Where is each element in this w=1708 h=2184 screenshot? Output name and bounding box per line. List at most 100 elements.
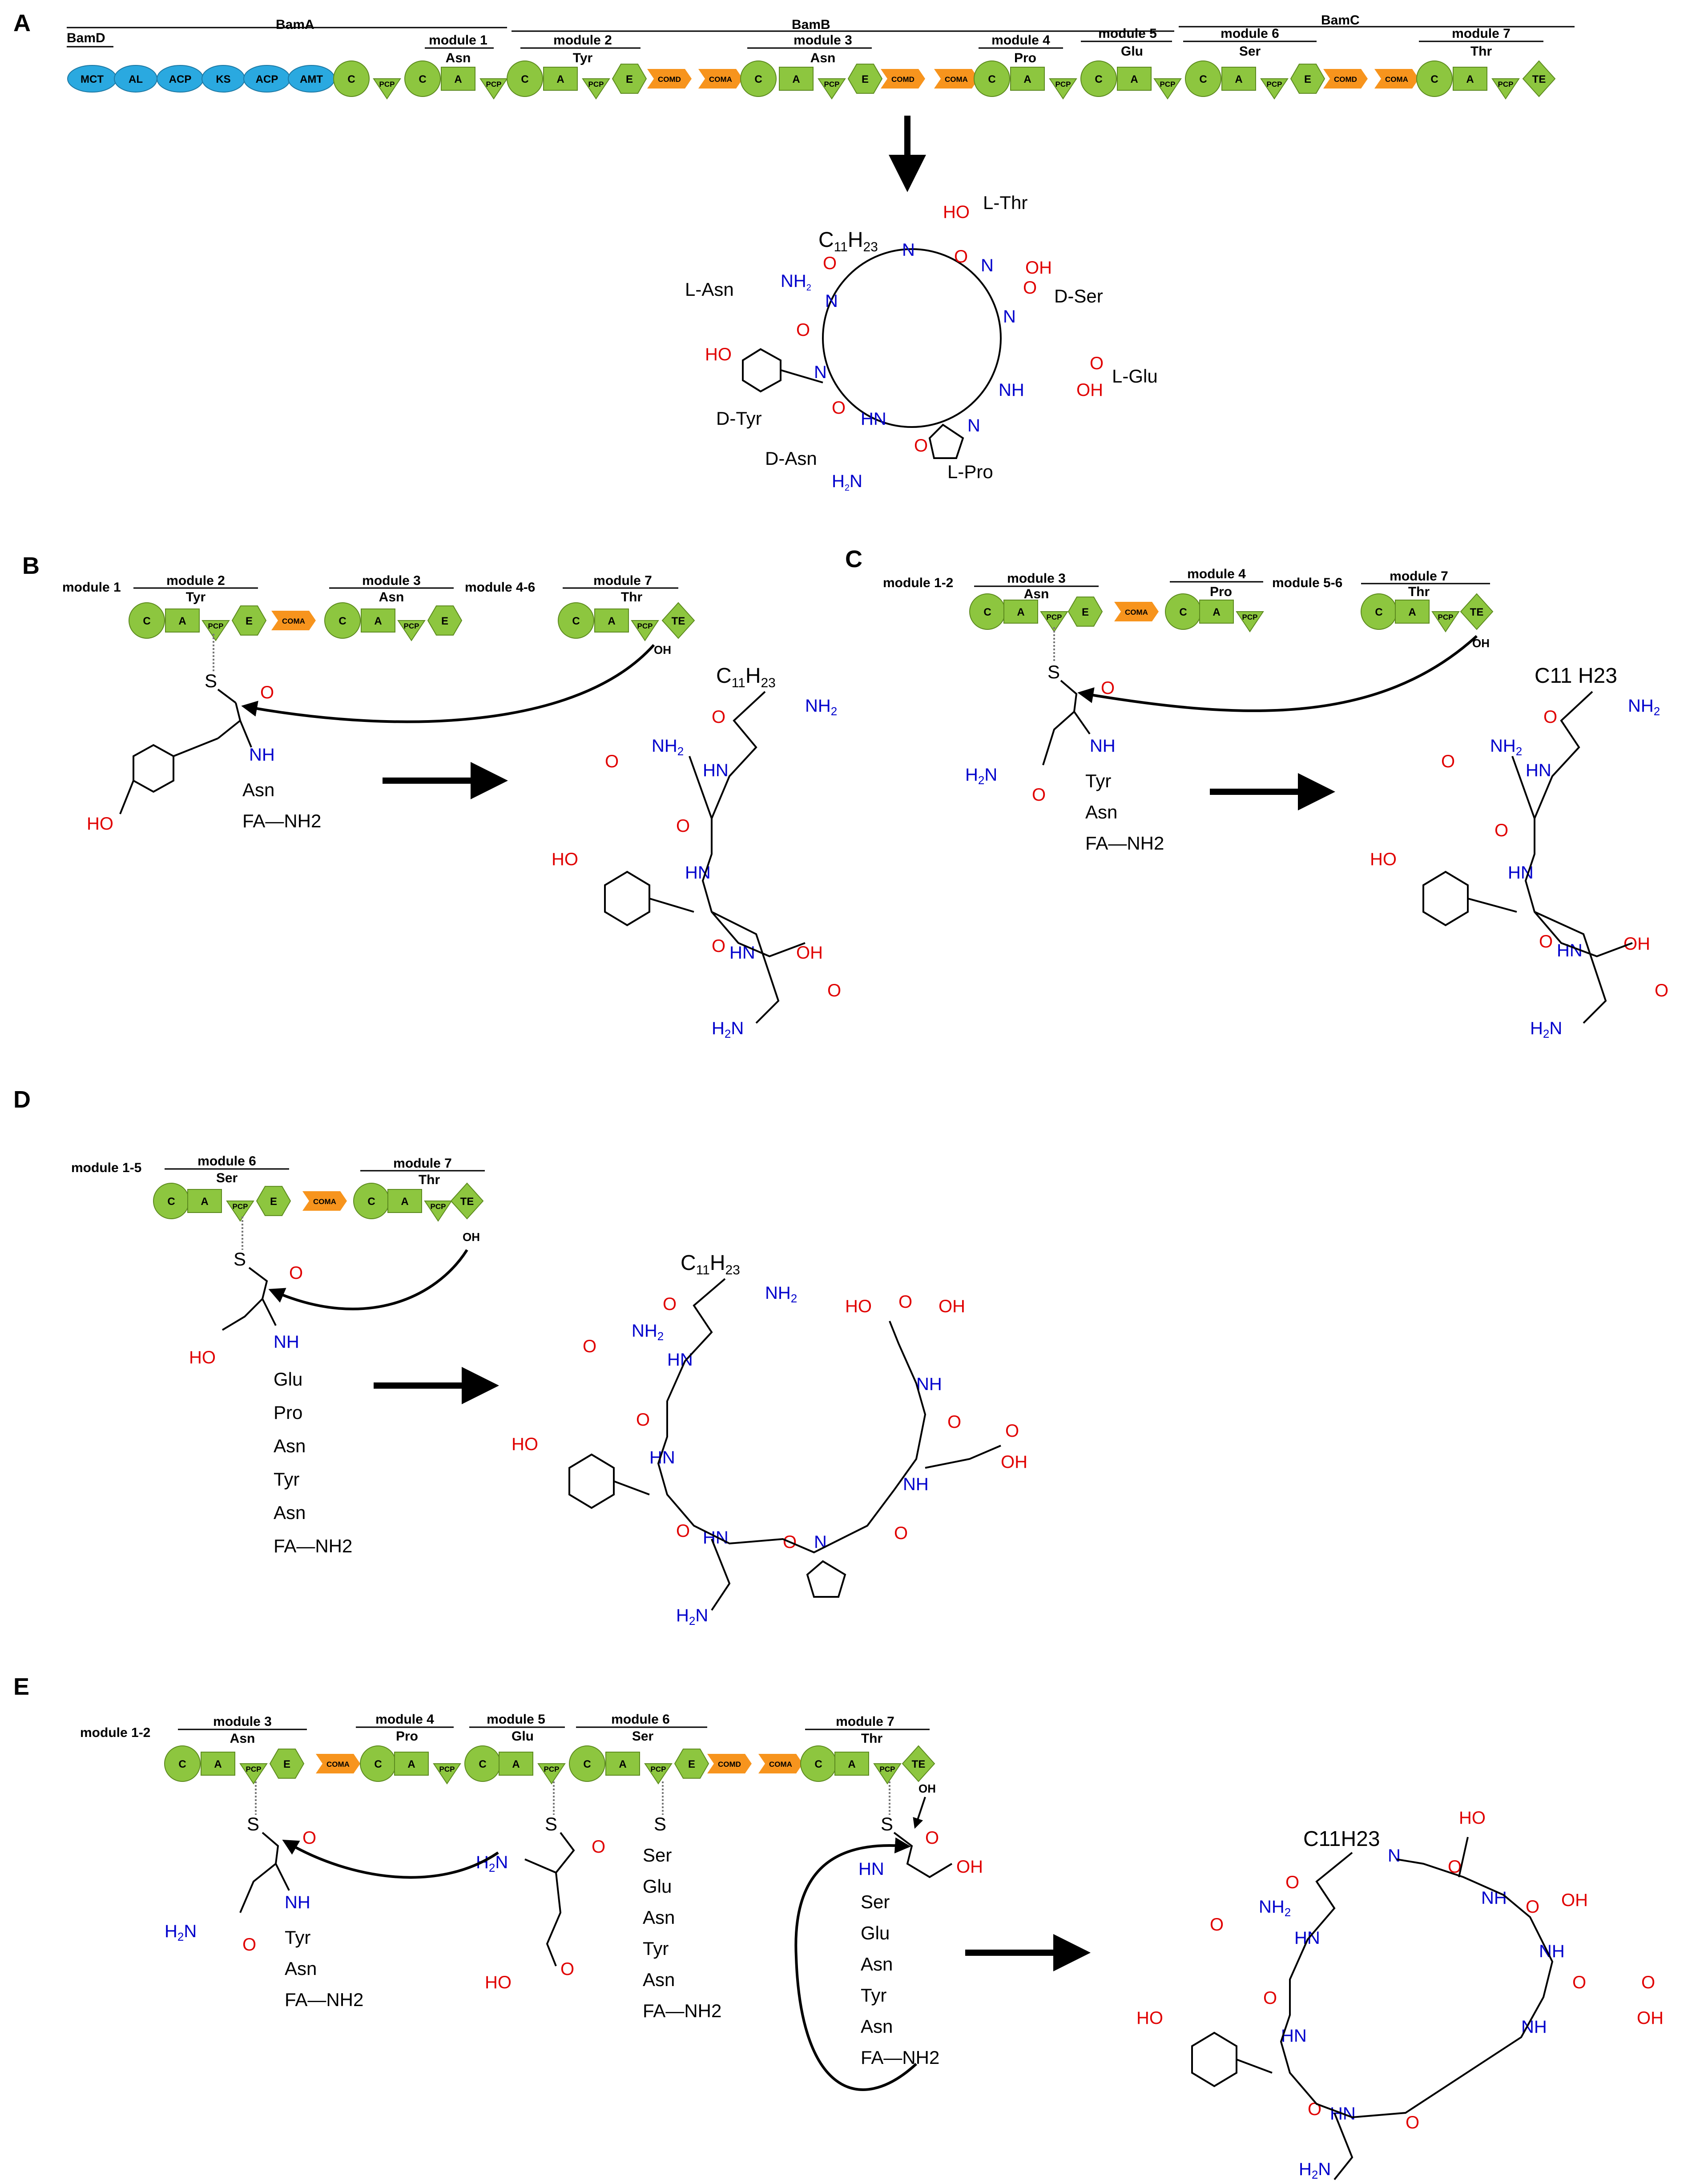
e-module-3-aa: Asn [230, 1731, 255, 1746]
c-domain-label: C [814, 1758, 822, 1770]
a-domain [441, 67, 475, 91]
svg-text:C11H23: C11H23 [681, 1251, 740, 1277]
c-domain-label: C [143, 615, 150, 627]
svg-text:NH2: NH2 [1259, 1897, 1291, 1919]
c-domain [404, 60, 441, 97]
comd-domain [881, 69, 925, 89]
bacillomycin-structure: C11H23 L-Thr D-Ser L-Glu L-Pro D-Asn D-T… [685, 192, 1158, 493]
c-domain [333, 60, 370, 97]
d-module-1-5: module 1-5 [71, 1161, 141, 1175]
comd-domain [647, 69, 692, 89]
c-domain [1416, 60, 1453, 97]
a-domain [605, 1752, 640, 1776]
svg-text:HO: HO [512, 1435, 538, 1454]
pcp-domain [1153, 78, 1182, 100]
c-module-7: module 7 [1390, 569, 1448, 584]
svg-text:S: S [654, 1813, 666, 1834]
a-domain-label: A [512, 1758, 520, 1770]
svg-text:O: O [832, 398, 846, 418]
c-chain-tyr: Tyr [1085, 770, 1111, 791]
svg-text:NH: NH [903, 1475, 929, 1494]
svg-text:H2N: H2N [965, 765, 997, 787]
c-module-3: module 3 [1007, 571, 1066, 586]
svg-text:HN: HN [729, 943, 755, 963]
b-amide-nh: NH [249, 745, 275, 765]
residue-l-thr: L-Thr [983, 192, 1027, 213]
a-domain-label: A [407, 1758, 415, 1770]
svg-text:HN: HN [667, 1350, 693, 1370]
svg-text:HN: HN [858, 1859, 884, 1879]
svg-text:OH: OH [1637, 2008, 1664, 2028]
e-domain [427, 605, 463, 636]
c-domain-label: C [347, 73, 355, 85]
svg-text:O: O [914, 436, 928, 455]
svg-text:HN: HN [1508, 863, 1534, 882]
svg-text:OH: OH [463, 1230, 480, 1244]
svg-text:O: O [898, 1292, 912, 1312]
b-attack-arrow [241, 644, 655, 723]
svg-text:NH2: NH2 [765, 1283, 797, 1305]
svg-text:O: O [1539, 932, 1553, 951]
b-phenol-ho: HO [87, 814, 113, 834]
module-5-label: module 5 [1098, 26, 1157, 41]
svg-text:NH2: NH2 [1490, 736, 1522, 758]
e-chain2-glu: Glu [643, 1876, 672, 1897]
d-chain-glu: Glu [274, 1369, 302, 1390]
c-attack-arrow [1077, 635, 1478, 712]
e-chain3-ser: Ser [861, 1891, 890, 1912]
coma-domain-label: COMA [313, 1197, 336, 1206]
b-module-1: module 1 [62, 580, 121, 595]
svg-text:HN: HN [685, 863, 711, 882]
svg-text:N: N [814, 363, 827, 382]
pcp-domain-label: PCP [379, 80, 395, 89]
svg-text:OH: OH [1025, 258, 1052, 278]
svg-text:O: O [1210, 1915, 1224, 1934]
pcp-domain-label: PCP [1047, 613, 1062, 621]
a-domain [834, 1752, 869, 1776]
te-domain-label: TE [1470, 606, 1484, 618]
b-module-7-aa: Thr [621, 590, 643, 604]
a-domain [499, 1752, 533, 1776]
c-module-4: module 4 [1187, 567, 1246, 581]
svg-text:O: O [1263, 1988, 1277, 2008]
svg-text:O: O [1526, 1897, 1539, 1917]
d-chain-asn: Asn [274, 1435, 306, 1456]
svg-text:N: N [902, 240, 915, 260]
module-5-aa: Glu [1121, 44, 1143, 59]
a-domain-label: A [1466, 73, 1474, 85]
pcp-domain-label: PCP [637, 622, 653, 630]
domain-amt: AMT [300, 73, 323, 85]
c-domain [740, 60, 777, 97]
a-domain-label: A [848, 1758, 855, 1770]
comd-domain-label: COMD [1334, 75, 1357, 84]
svg-text:O: O [676, 816, 690, 836]
svg-text:O: O [1441, 752, 1455, 771]
pcp-domain-label: PCP [588, 80, 604, 89]
svg-text:O: O [663, 1294, 677, 1314]
svg-text:HO: HO [705, 345, 732, 364]
e-chain1-tyr: Tyr [285, 1927, 310, 1948]
coma-domain [316, 1754, 360, 1773]
module-6-aa: Ser [1239, 44, 1261, 59]
c-lipid: C11 H23 [1535, 664, 1617, 688]
e-module-4: module 4 [375, 1712, 434, 1727]
svg-text:O: O [1090, 354, 1104, 373]
c-domain [558, 602, 594, 639]
protein-label-bamc: BamC [1321, 13, 1360, 28]
c-domain [507, 60, 543, 97]
panel-letter-c: C [845, 546, 862, 572]
c-domain-label: C [583, 1758, 591, 1770]
svg-text:OH: OH [654, 643, 671, 657]
svg-text:HO: HO [1459, 1808, 1486, 1828]
c-domain [164, 1745, 201, 1782]
svg-text:O: O [1572, 1973, 1586, 1992]
c-domain-label: C [521, 73, 528, 85]
comd-domain-label: COMD [658, 75, 681, 84]
a-domain [201, 1752, 235, 1776]
svg-text:S: S [234, 1249, 246, 1269]
te-domain [1522, 60, 1556, 97]
d-chain-fa: FA—NH2 [274, 1535, 352, 1556]
